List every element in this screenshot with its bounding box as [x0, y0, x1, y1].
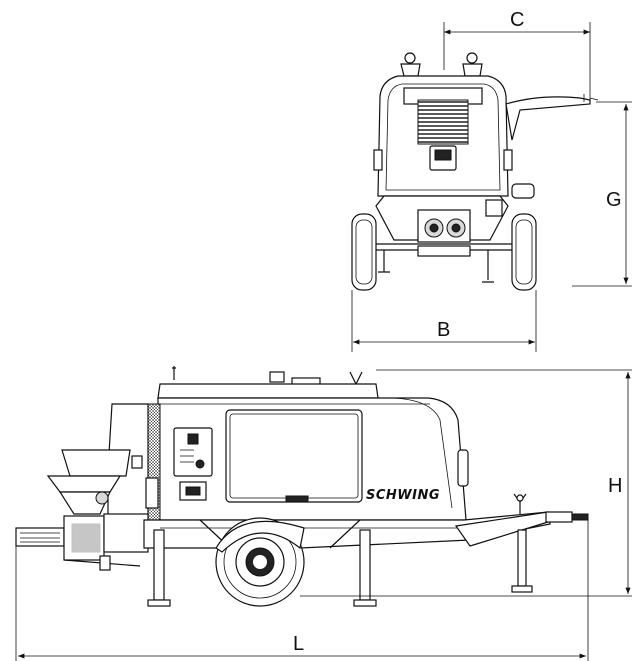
side-dimensions: [15, 369, 632, 661]
brand-logo: SCHWING: [366, 488, 440, 503]
side-wheel: [215, 517, 305, 607]
dim-label-h: H: [608, 475, 622, 497]
front-wheels: [351, 213, 537, 291]
front-dimensions: [351, 22, 632, 352]
front-stands: [378, 250, 494, 283]
engine-housing: [373, 75, 513, 197]
lifting-eyes: [400, 52, 483, 77]
side-housing: SCHWING: [157, 383, 469, 521]
dim-label-l: L: [293, 633, 304, 655]
dim-label-c: C: [510, 9, 524, 31]
support-legs: [147, 529, 533, 607]
front-view: [351, 52, 599, 291]
side-guard: [505, 94, 599, 141]
outlet-pipe: [15, 513, 149, 571]
lower-frame: [360, 183, 535, 257]
hopper-assembly: [46, 403, 159, 521]
dim-label-b: B: [437, 319, 450, 341]
dim-label-g: G: [606, 189, 622, 211]
side-view: SCHWING: [15, 366, 589, 607]
